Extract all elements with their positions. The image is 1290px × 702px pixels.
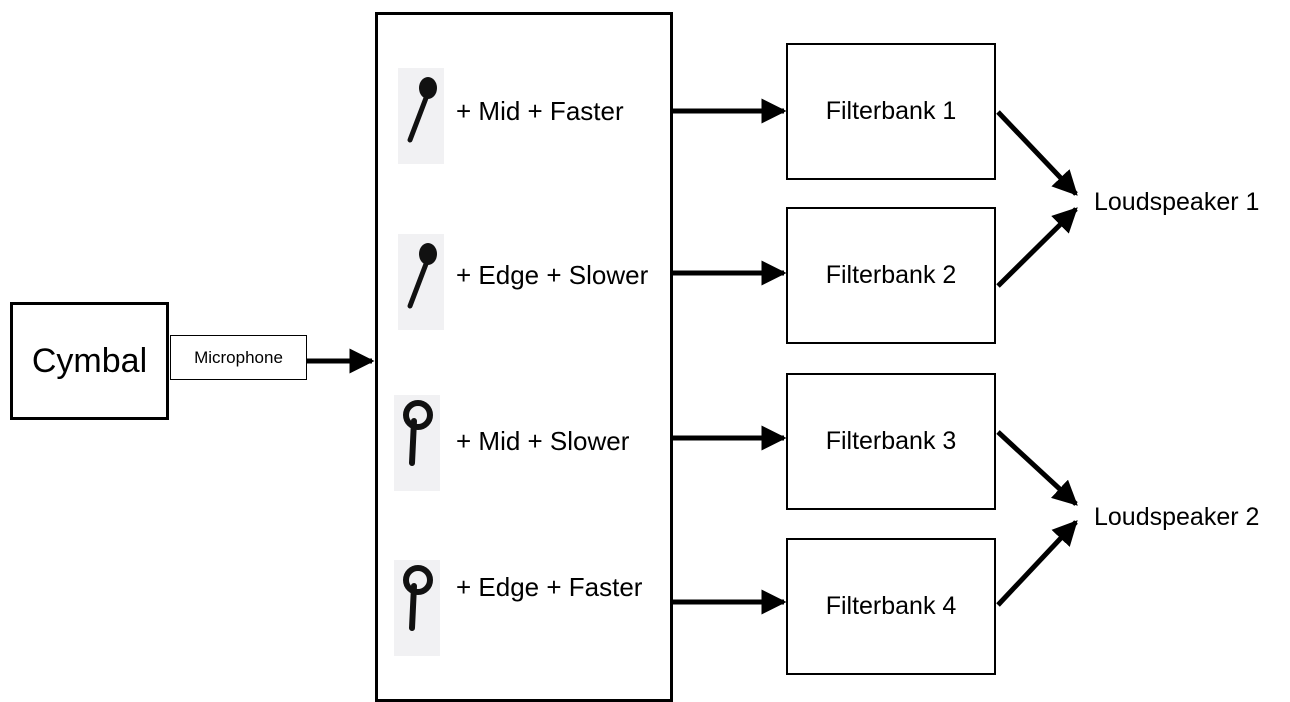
cymbal-label: Cymbal bbox=[31, 341, 148, 380]
filterbank-4-node: Filterbank 4 bbox=[786, 538, 996, 675]
arrow-fb1-to-spk1 bbox=[996, 110, 1078, 196]
cymbal-node: Cymbal bbox=[10, 302, 169, 420]
filterbank-2-label: Filterbank 2 bbox=[825, 261, 957, 289]
mallet-tip-solid-icon bbox=[398, 68, 444, 164]
microphone-node: Microphone bbox=[170, 335, 307, 380]
filterbank-1-label: Filterbank 1 bbox=[825, 97, 957, 125]
filterbank-1-node: Filterbank 1 bbox=[786, 43, 996, 180]
modulation-label-2: + Edge + Slower bbox=[456, 260, 649, 290]
arrow-fb3-to-spk2 bbox=[996, 430, 1078, 506]
filterbank-4-label: Filterbank 4 bbox=[825, 592, 957, 620]
mallet-tip-hollow-icon bbox=[394, 560, 440, 656]
mallet-tip-hollow-icon bbox=[394, 395, 440, 491]
filterbank-2-node: Filterbank 2 bbox=[786, 207, 996, 344]
loudspeaker-2-label: Loudspeaker 2 bbox=[1094, 503, 1260, 531]
modulation-label-1: + Mid + Faster bbox=[456, 96, 624, 126]
filterbank-3-label: Filterbank 3 bbox=[825, 427, 957, 455]
arrow-fb2-to-spk1 bbox=[996, 207, 1078, 288]
modulation-label-4: + Edge + Faster bbox=[456, 572, 643, 602]
microphone-label: Microphone bbox=[194, 347, 283, 367]
modulation-label-3: + Mid + Slower bbox=[456, 426, 630, 456]
loudspeaker-1-label: Loudspeaker 1 bbox=[1094, 188, 1260, 216]
mallet-tip-solid-icon bbox=[398, 234, 444, 330]
filterbank-3-node: Filterbank 3 bbox=[786, 373, 996, 510]
arrow-fb4-to-spk2 bbox=[996, 520, 1078, 607]
